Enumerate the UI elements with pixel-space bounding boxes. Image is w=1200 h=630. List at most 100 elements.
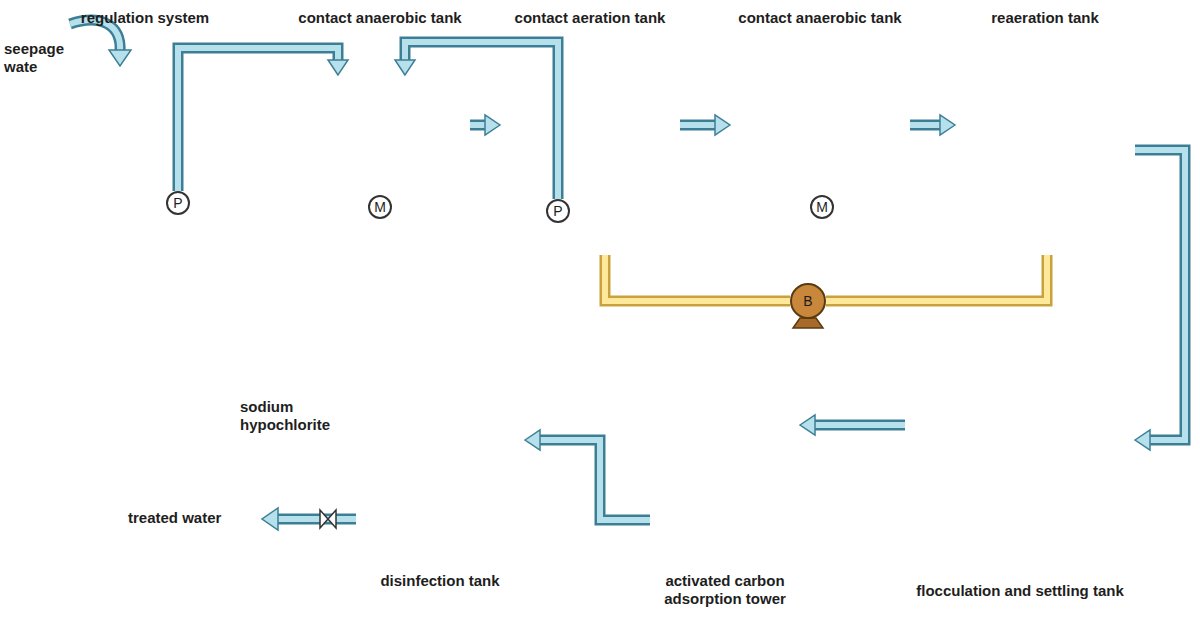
tank-name: activated carbon adsorption tower [635, 572, 815, 608]
sludge-scraper [927, 514, 1113, 537]
chemical-label: sodium hypochlorite [240, 398, 352, 434]
water-pipe [680, 115, 730, 135]
media-block [535, 90, 585, 170]
valve-symbol [320, 510, 336, 528]
diffuser-stem [584, 211, 587, 215]
media-cross [771, 96, 809, 164]
carbon-bed [651, 415, 799, 520]
tank-liquid [983, 97, 1107, 225]
arrowhead [525, 430, 540, 450]
tank-wall [730, 75, 910, 255]
tank-wall [55, 75, 235, 255]
arrowhead [1135, 430, 1150, 450]
tank-liquid [528, 97, 652, 225]
tower-shell [650, 376, 800, 554]
aeration-tank: Pcontact aeration tank [500, 75, 680, 255]
arrowhead [485, 115, 500, 135]
mixer-symbol: M [810, 195, 834, 219]
arrowhead [940, 115, 955, 135]
arrowhead [715, 115, 730, 135]
water-pipe [525, 430, 650, 520]
media-frame [535, 90, 585, 170]
water-pipe [910, 115, 955, 135]
water-pipe [470, 115, 500, 135]
tank-drawing [290, 75, 470, 255]
drive-motor [1010, 359, 1030, 401]
media-block [325, 90, 375, 170]
media-cross [391, 96, 429, 164]
label-holder: activated carbon adsorption tower [635, 572, 815, 608]
tank-drawing [650, 370, 800, 560]
diffuser-stem [1046, 211, 1049, 215]
air-pipe-core [585, 215, 625, 255]
diffuser-stem [1088, 211, 1091, 215]
tank-liquid [758, 97, 882, 225]
diffuser-stem [1004, 211, 1007, 215]
tank-drawing [905, 385, 1135, 570]
inflow-arrow [70, 20, 131, 66]
pipe-outline [537, 440, 650, 520]
media-frame [325, 90, 375, 170]
tank-name: regulation system [0, 9, 305, 27]
media-cross [541, 96, 579, 164]
pipe-core [812, 422, 905, 428]
tank-drawing [730, 75, 910, 255]
pipe-core [826, 255, 1047, 301]
arrowhead [800, 415, 815, 435]
tank-drawing [55, 75, 235, 255]
arrowhead [328, 60, 348, 75]
media-block [765, 90, 815, 170]
diffuser-stem [624, 211, 627, 215]
water-pipe [178, 48, 348, 191]
outlet-arrowhead [262, 508, 278, 530]
tank-name: contact anaerobic tank [220, 9, 540, 27]
tank-wall [355, 395, 525, 560]
air-diffuser [996, 197, 1014, 211]
anaerobic-tank: Mcontact anaerobic tank [730, 75, 910, 255]
chemical-label-holder: sodium hypochlorite [240, 398, 352, 434]
anaerobic-tank: Mcontact anaerobic tank [290, 75, 470, 255]
pipe-core [680, 122, 718, 128]
media-block [595, 90, 645, 170]
outlet-pipe [276, 516, 356, 522]
media-frame [765, 90, 815, 170]
media-frame [595, 90, 645, 170]
air-diffuser [616, 197, 634, 211]
pipe-outline [826, 255, 1047, 301]
pipe-outline [1135, 150, 1185, 440]
arrowhead [395, 60, 415, 75]
air-pipe-inner [1005, 215, 1089, 255]
media-cross [993, 96, 1097, 164]
air-pipe-inner [585, 215, 625, 255]
tank-name: reaeration tank [885, 9, 1200, 27]
tank-wall [500, 75, 680, 255]
label-holder: regulation system [0, 9, 305, 27]
media-block [825, 90, 875, 170]
mixer-symbol: M [368, 195, 392, 219]
air-pipe [605, 255, 790, 301]
pump-symbol: P [546, 199, 570, 223]
pipe-core [605, 255, 790, 301]
reaeration-tank: reaeration tank [955, 75, 1135, 255]
symbol-letter: M [374, 200, 386, 214]
media-cross [601, 96, 639, 164]
carbon-tower: activated carbon adsorption tower [650, 370, 800, 560]
air-diffuser [1038, 197, 1056, 211]
pipe-outline [680, 120, 718, 131]
water-pipe [800, 415, 905, 435]
symbol-letter: P [173, 196, 182, 210]
media-block [385, 90, 435, 170]
media-frame [987, 90, 1103, 170]
tank-wall [290, 75, 470, 255]
motor-cap [1004, 351, 1036, 361]
blower-base [793, 318, 823, 328]
media-cross [331, 96, 369, 164]
label-holder: contact anaerobic tank [220, 9, 540, 27]
label-holder: contact anaerobic tank [660, 9, 980, 27]
media-cross [831, 96, 869, 164]
pipe-outline [910, 120, 943, 131]
pipe-core [405, 42, 558, 199]
tank-liquid [318, 97, 442, 225]
